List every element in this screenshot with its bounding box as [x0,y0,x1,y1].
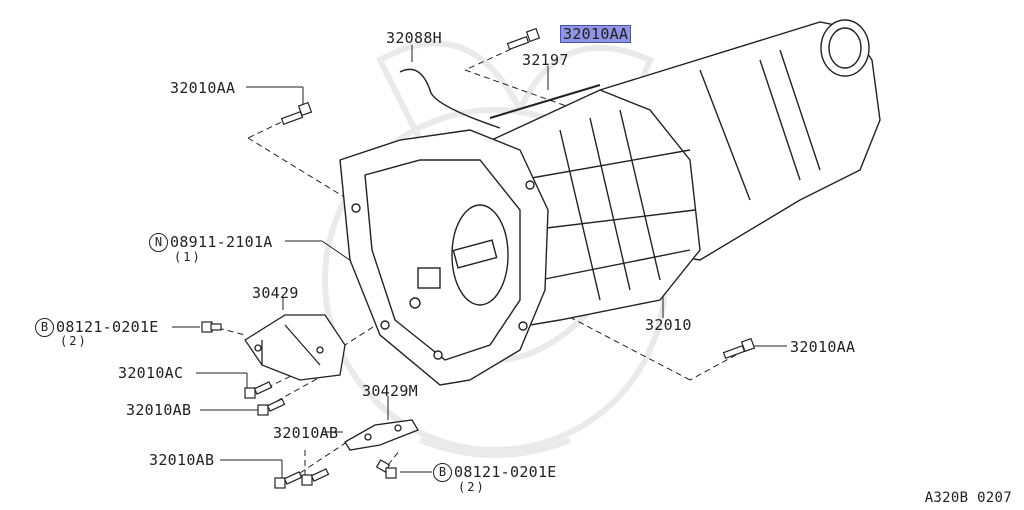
bolt-32010aa-left [280,101,313,126]
bracket-30429 [244,314,346,381]
label-32010aa-top[interactable]: 32010AA [560,25,632,43]
label-30429m[interactable]: 30429M [362,382,418,400]
label-32010ab-1[interactable]: 32010AB [126,401,192,419]
bolts [201,27,756,489]
qty-08121-b: (2) [458,480,486,494]
bolt-32010aa-right [722,337,756,360]
label-32010ab-2[interactable]: 32010AB [273,424,339,442]
bracket-30429m [344,419,419,451]
label-32010aa-right[interactable]: 32010AA [790,338,856,356]
label-32010[interactable]: 32010 [645,316,692,334]
bolt-32010ab-2 [274,471,303,489]
label-30429[interactable]: 30429 [252,284,299,302]
label-08121-0201e-b[interactable]: 08121-0201E [454,463,557,481]
label-32010ac[interactable]: 32010AC [118,364,184,382]
label-32088h[interactable]: 32088H [386,29,442,47]
qty-08911: (1) [174,250,202,264]
bolt-32010ab-3 [301,468,330,486]
bolt-08121-b [375,459,397,479]
label-08911-2101a[interactable]: 08911-2101A [170,233,273,251]
n-symbol: N [149,233,168,252]
bolt-08121-a [201,321,222,333]
bolt-32010aa-top [506,27,541,51]
label-32197[interactable]: 32197 [522,51,569,69]
b-symbol-a: B [35,318,54,337]
bolt-32010ab-1 [257,398,286,416]
figure-code: A320B 0207 [924,490,1012,506]
label-08121-0201e-a[interactable]: 08121-0201E [56,318,159,336]
label-32010aa-left[interactable]: 32010AA [170,79,236,97]
qty-08121-a: (2) [60,334,88,348]
bolt-32010ac [244,381,273,399]
label-32010ab-3[interactable]: 32010AB [149,451,215,469]
transmission-case [339,19,881,386]
b-symbol-b: B [433,463,452,482]
